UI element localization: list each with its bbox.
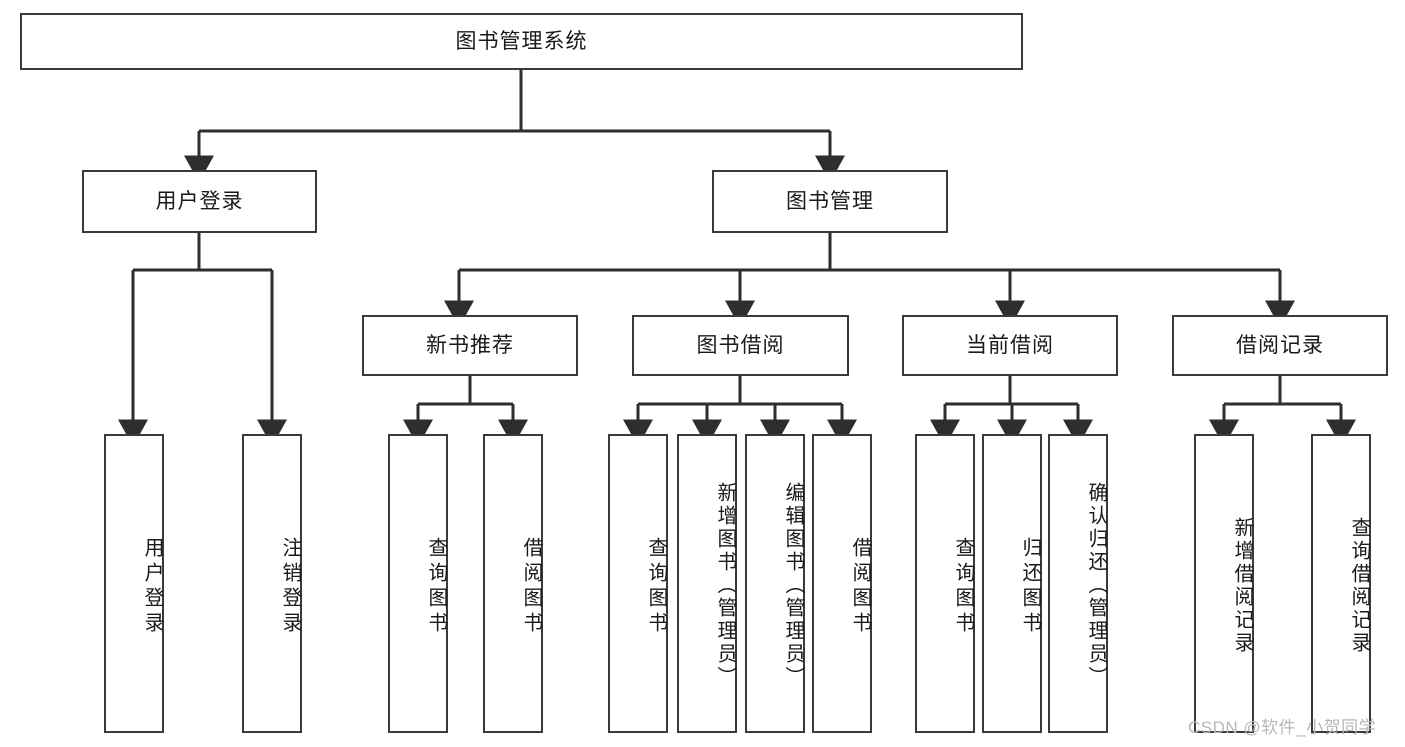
node-label: 用户登录: [141, 536, 163, 637]
node-book-management-system[interactable]: 图书管理系统: [20, 13, 1023, 70]
leaf-query-book-current[interactable]: 查询图书: [915, 434, 975, 733]
node-label: 借阅图书: [849, 536, 871, 637]
node-label: 确认归还（管理员）: [1085, 482, 1107, 689]
leaf-add-book-admin[interactable]: 新增图书（管理员）: [677, 434, 737, 733]
node-label: 图书管理: [786, 189, 874, 213]
leaf-borrow-book[interactable]: 借阅图书: [812, 434, 872, 733]
node-label: 新增图书（管理员）: [714, 482, 736, 689]
node-label: 用户登录: [155, 189, 244, 213]
node-label: 查询借阅记录: [1348, 516, 1370, 655]
node-label: 编辑图书（管理员）: [782, 482, 804, 689]
node-label: 图书借阅: [696, 333, 785, 357]
leaf-borrow-book-recommend[interactable]: 借阅图书: [483, 434, 543, 733]
node-label: 借阅图书: [520, 536, 542, 637]
node-current-borrow[interactable]: 当前借阅: [902, 315, 1118, 376]
leaf-edit-book-admin[interactable]: 编辑图书（管理员）: [745, 434, 805, 733]
node-label: 图书管理系统: [455, 29, 588, 53]
node-label: 归还图书: [1019, 536, 1041, 637]
leaf-query-book-recommend[interactable]: 查询图书: [388, 434, 448, 733]
node-user-login[interactable]: 用户登录: [82, 170, 317, 233]
node-label: 当前借阅: [966, 333, 1054, 357]
node-book-borrow[interactable]: 图书借阅: [632, 315, 849, 376]
node-label: 查询图书: [425, 536, 447, 637]
node-label: 查询图书: [645, 536, 667, 637]
leaf-add-borrow-record[interactable]: 新增借阅记录: [1194, 434, 1254, 733]
leaf-logout[interactable]: 注销登录: [242, 434, 302, 733]
node-book-manage[interactable]: 图书管理: [712, 170, 948, 233]
leaf-return-book[interactable]: 归还图书: [982, 434, 1042, 733]
node-label: 新书推荐: [426, 333, 514, 357]
node-new-book-recommend[interactable]: 新书推荐: [362, 315, 578, 376]
node-borrow-record[interactable]: 借阅记录: [1172, 315, 1388, 376]
leaf-query-book-borrow[interactable]: 查询图书: [608, 434, 668, 733]
node-label: 新增借阅记录: [1231, 516, 1253, 655]
leaf-user-login[interactable]: 用户登录: [104, 434, 164, 733]
node-label: 借阅记录: [1236, 333, 1324, 357]
node-label: 查询图书: [952, 536, 974, 637]
node-label: 注销登录: [279, 536, 301, 637]
leaf-confirm-return-admin[interactable]: 确认归还（管理员）: [1048, 434, 1108, 733]
leaf-query-borrow-record[interactable]: 查询借阅记录: [1311, 434, 1371, 733]
csdn-watermark: CSDN @软件_小贺同学: [1188, 718, 1377, 737]
